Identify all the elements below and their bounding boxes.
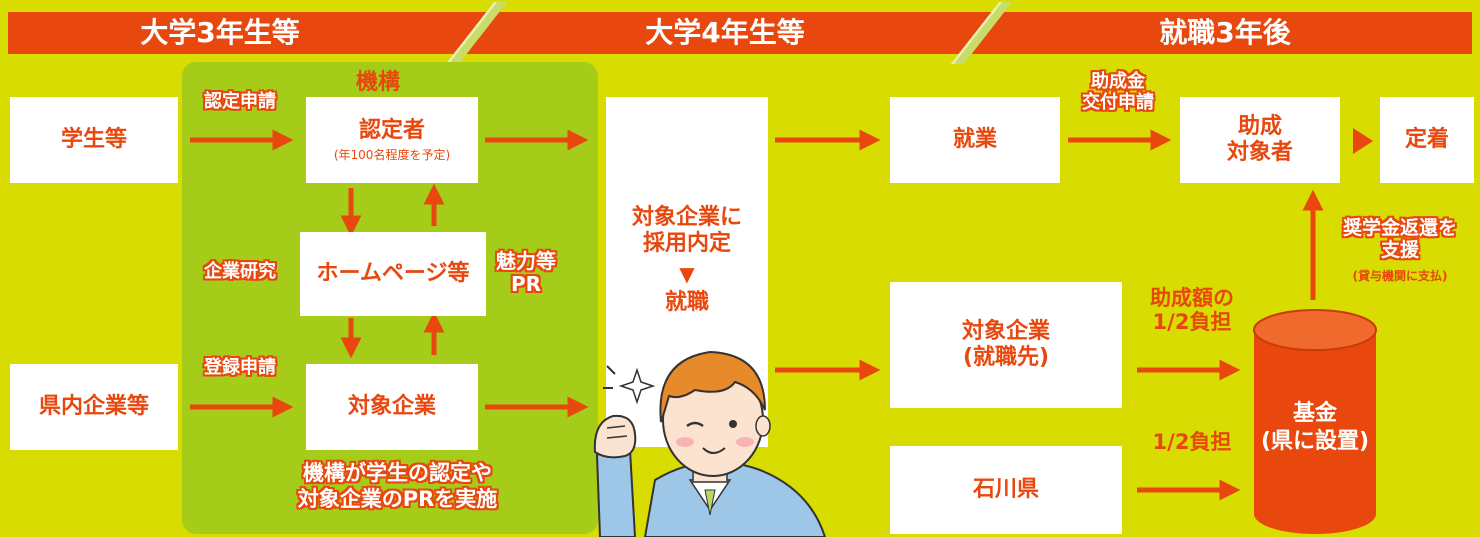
employer-line1: 対象企業 [961, 318, 1050, 344]
box-subsidy-target: 助成 対象者 [1180, 97, 1340, 183]
subsidy-target-line2: 対象者 [1226, 140, 1293, 165]
subsidy-apply-line1: 助成金 [1091, 71, 1145, 92]
repay-line2: 支援 [1380, 238, 1419, 261]
org-note-line1: 機構が学生の認定や [303, 461, 492, 485]
ishikawa-label: 石川県 [972, 476, 1039, 502]
offer-line2: 採用内定 [642, 231, 731, 257]
stage-year3-label: 大学3年生等 [140, 16, 300, 49]
label-org-note: 機構が学生の認定や 対象企業のPRを実施 [255, 460, 540, 513]
label-repay: 奨学金返還を 支援 [1322, 217, 1478, 262]
share-company-line2: 1/2負担 [1152, 310, 1232, 335]
repay-line1: 奨学金返還を [1342, 217, 1457, 239]
box-students: 学生等 [10, 97, 178, 183]
share-company-line1: 助成額の [1150, 286, 1234, 310]
box-employer: 対象企業 (就職先) [890, 282, 1122, 408]
appeal-line1: 魅力等 [496, 249, 556, 273]
label-apply-cert: 認定申請 [204, 91, 276, 112]
label-subsidy-apply: 助成金 交付申請 [1068, 71, 1168, 113]
appeal-line2: PR [510, 272, 542, 296]
box-target-company: 対象企業 [306, 364, 478, 450]
label-share-pref: 1/2負担 [1152, 430, 1232, 454]
label-appeal: 魅力等 PR [494, 250, 558, 296]
label-company-research: 企業研究 [204, 261, 276, 282]
offer-down-triangle-icon: ▼ [679, 261, 695, 286]
students-label: 学生等 [60, 126, 127, 152]
prefecture-companies-label: 県内企業等 [38, 393, 149, 419]
box-settle: 定着 [1380, 97, 1474, 183]
offer-line1: 対象企業に [631, 205, 742, 230]
fund-line1: 基金 [1292, 401, 1337, 426]
box-homepage: ホームページ等 [300, 232, 486, 316]
fund-cylinder [1253, 309, 1377, 534]
org-label: 機構 [355, 70, 400, 95]
fund-line2: (県に設置) [1260, 428, 1370, 454]
arrow-subsidy-to-settle [1353, 128, 1373, 154]
box-prefecture-companies: 県内企業等 [10, 364, 178, 450]
label-register-apply: 登録申請 [204, 357, 276, 378]
box-working: 就業 [890, 97, 1060, 183]
stage-header-bar [8, 12, 1472, 54]
subsidy-apply-line2: 交付申請 [1082, 91, 1154, 113]
stage-after3-label: 就職3年後 [1159, 16, 1291, 49]
target-company-label: 対象企業 [347, 393, 436, 419]
certified-note: (年100名程度を予定) [333, 148, 451, 162]
label-share-company: 助成額の 1/2負担 [1132, 286, 1252, 334]
employer-line2: (就職先) [962, 345, 1050, 370]
homepage-label: ホームページ等 [316, 260, 470, 286]
org-note-line2: 対象企業のPRを実施 [297, 487, 498, 512]
box-ishikawa: 石川県 [890, 446, 1122, 534]
working-label: 就業 [952, 126, 997, 152]
repay-note: (貸与機関に支払) [1352, 269, 1448, 283]
subsidy-target-line1: 助成 [1237, 113, 1282, 139]
businessman-illustration [593, 350, 827, 537]
certified-label: 認定者 [358, 117, 425, 143]
employment-start-label: 就職 [664, 289, 709, 315]
stage-year4-label: 大学4年生等 [645, 16, 805, 49]
box-certified: 認定者 (年100名程度を予定) [306, 97, 478, 183]
settle-label: 定着 [1404, 126, 1449, 152]
fund-text: 基金 (県に設置) [1250, 400, 1380, 455]
